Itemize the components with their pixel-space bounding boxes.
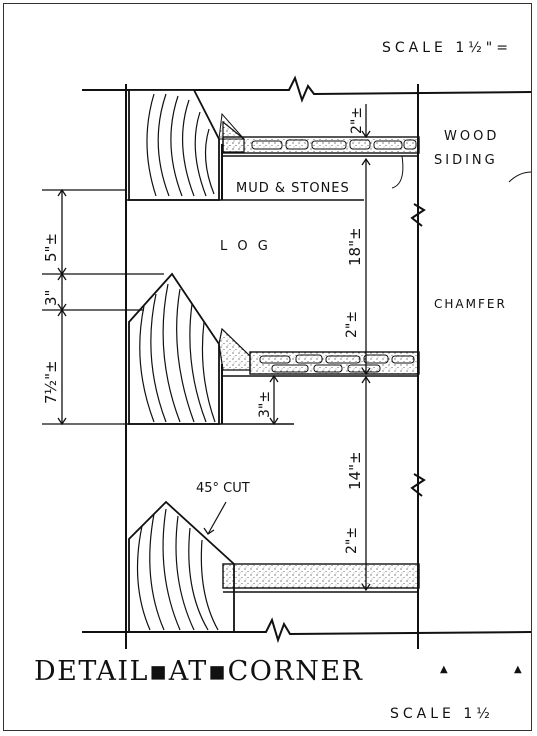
cut-arrow [203, 527, 215, 535]
label-wood: WOOD [444, 129, 499, 144]
title-dot-1: ▲ [440, 664, 448, 675]
dim-2in-mid: 2"± [344, 311, 360, 338]
dim-2in-top: 2"± [349, 107, 365, 134]
dim-2in-bottom: 2"± [344, 527, 360, 554]
bottom-boundary-line [82, 617, 531, 644]
dim-18in: 18"± [346, 227, 364, 266]
scale-label-top: SCALE 1½"= [382, 40, 512, 56]
middle-log [128, 272, 420, 425]
wall-break-marks [410, 203, 426, 497]
dim-left-3in: 3" [42, 290, 60, 306]
bottom-log [128, 500, 420, 633]
drawing-title: DETAIL▪AT▪CORNER [34, 656, 363, 687]
dim-3in-small: 3"± [257, 391, 273, 418]
dim-left-5in: 5"± [42, 233, 60, 262]
drawing-frame: SCALE 1½"= [3, 3, 532, 731]
left-dimension-lines [42, 188, 164, 426]
top-boundary-line [82, 75, 531, 103]
scale-label-bottom: SCALE 1½ [390, 706, 494, 722]
siding-leader [508, 171, 531, 183]
corner-detail-drawing: SCALE 1½"= [34, 40, 531, 722]
label-chamfer: CHAMFER [434, 297, 507, 311]
title-dot-2: ▲ [514, 664, 522, 675]
mud-stones-leader [391, 155, 404, 189]
label-siding: SIDING [434, 153, 498, 168]
vertical-dimension-lines [269, 104, 371, 592]
label-45-cut: 45° CUT [196, 481, 250, 496]
dim-14in: 14"± [346, 451, 364, 490]
label-log: L O G [220, 239, 271, 254]
label-mud-stones: MUD & STONES [236, 181, 350, 196]
dim-left-7half: 7½"± [42, 360, 60, 404]
top-log [128, 89, 420, 201]
cut-leader [207, 501, 227, 535]
